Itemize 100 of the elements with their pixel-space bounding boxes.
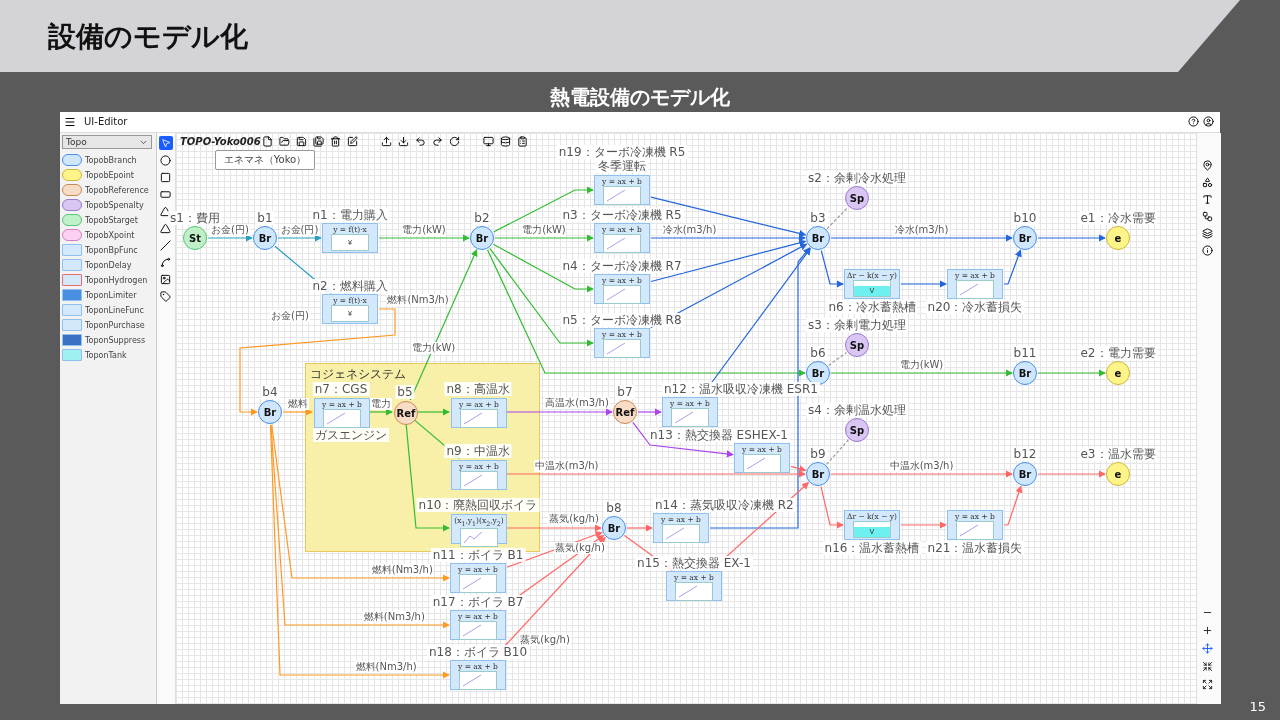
node-caption: b8 xyxy=(604,501,624,515)
arrow xyxy=(626,524,653,532)
arrow xyxy=(637,408,662,416)
node-caption: s3：余剰電力処理 xyxy=(806,318,908,332)
palette-item: ToponLimiter xyxy=(85,290,137,300)
edge-label: 燃料 xyxy=(286,398,309,410)
function-block xyxy=(594,223,650,253)
palette-item: ToponLineFunc xyxy=(85,305,144,315)
arrow xyxy=(492,243,594,293)
function-block xyxy=(947,510,1003,540)
node-caption: b2 xyxy=(472,211,492,225)
node-caption: n5：ターボ冷凍機 R8 xyxy=(560,313,684,327)
edge-label: 電力(kW) xyxy=(401,224,447,236)
palette-item: ToponBpFunc xyxy=(85,245,138,255)
node-caption: n2：燃料購入 xyxy=(310,279,390,293)
node-caption: b3 xyxy=(808,211,828,225)
node-caption: b6 xyxy=(808,346,828,360)
function-block xyxy=(450,660,506,690)
arrow xyxy=(820,486,844,529)
node-circle: Ref xyxy=(394,401,418,425)
function-block xyxy=(666,571,722,601)
node-caption: n9：中温水 xyxy=(444,444,512,458)
arrow xyxy=(494,234,594,242)
node-caption: n14：蒸気吸収冷凍機 R2 xyxy=(653,498,796,512)
project-box: エネマネ（Yoko） xyxy=(215,150,315,170)
edge-label: 電力(kW) xyxy=(898,359,945,371)
node-caption: s2：余剰冷水処理 xyxy=(806,171,908,185)
arrow xyxy=(790,465,807,473)
node-caption: n13：熱交換器 ESHEX-1 xyxy=(647,428,790,442)
edge-label: 中温水(m3/h) xyxy=(888,460,955,472)
function-block xyxy=(844,510,900,540)
slide-title: 設備のモデル化 xyxy=(48,19,248,55)
node-caption: s1：費用 xyxy=(168,211,222,225)
node-caption: n8：高温水 xyxy=(444,382,512,396)
arrow xyxy=(900,280,947,288)
node-caption: ガスエンジン xyxy=(313,428,389,442)
node-caption: n6：冷水蓄熱槽 xyxy=(826,300,918,314)
edge-label: 電力 xyxy=(370,398,392,410)
edge-label: 高温水(m3/h) xyxy=(544,397,610,409)
node-caption: n17：ボイラ B7 xyxy=(430,595,526,609)
arrow xyxy=(269,424,450,679)
arrow xyxy=(417,408,450,416)
function-block xyxy=(594,175,650,205)
arrow xyxy=(369,408,393,416)
arrow xyxy=(650,239,807,283)
page-number: 15 xyxy=(1249,699,1266,714)
function-block xyxy=(451,514,507,544)
arrow xyxy=(900,521,947,529)
node-caption: n16：温水蓄熱槽 xyxy=(822,541,922,555)
connector-line xyxy=(826,439,849,465)
edge-label: 蒸気(kg/h) xyxy=(554,542,606,554)
edge-label: 冷水(m3/h) xyxy=(661,224,718,236)
arrow xyxy=(409,249,478,401)
node-caption: n3：ターボ冷凍機 R5 xyxy=(560,208,684,222)
node-caption: b9 xyxy=(808,447,828,461)
node-caption: n7：CGS xyxy=(312,382,370,396)
edge-label: 燃料(Nm3/h) xyxy=(354,661,418,673)
function-block xyxy=(451,460,507,490)
arrow xyxy=(506,470,806,478)
function-block xyxy=(653,513,709,543)
node-caption: b4 xyxy=(260,385,280,399)
app-name: UI-Editor xyxy=(84,116,128,127)
arrow xyxy=(1003,485,1023,526)
node-caption: b10 xyxy=(1011,211,1039,225)
node-caption: e1：冷水需要 xyxy=(1078,211,1158,225)
node-caption: n12：温水吸収冷凍機 ESR1 xyxy=(662,382,820,396)
arrow xyxy=(709,247,811,529)
arrow xyxy=(1037,369,1106,377)
diagram-name: TOPO-Yoko006 xyxy=(180,136,261,147)
function-block xyxy=(450,563,506,593)
palette-item: TopobStarget xyxy=(85,215,138,225)
node-caption: n15：熱交換器 EX-1 xyxy=(635,556,753,570)
node-caption: n4：ターボ冷凍機 R7 xyxy=(560,259,684,273)
edge-label: 燃料(Nm3/h) xyxy=(362,611,426,623)
node-caption: e3：温水需要 xyxy=(1078,447,1158,461)
slide-subtitle: 熱電設備のモデル化 xyxy=(550,85,730,109)
node-caption: b7 xyxy=(615,385,635,399)
palette-item: ToponTank xyxy=(85,350,127,360)
function-block xyxy=(947,269,1003,299)
connector-line xyxy=(826,206,849,230)
palette-item: TopobXpoint xyxy=(85,230,135,240)
node-caption: n21：温水蓄損失 xyxy=(925,541,1025,555)
palette-item: ToponHydrogen xyxy=(85,275,148,285)
edge-label: 燃料(Nm3/h) xyxy=(370,564,434,576)
connector-line xyxy=(828,352,847,366)
edge-label: お金(円) xyxy=(210,224,250,236)
node-caption: n20：冷水蓄損失 xyxy=(925,300,1025,314)
function-block xyxy=(314,398,370,428)
function-block xyxy=(322,223,378,253)
palette-item: TopobSpenalty xyxy=(85,200,144,210)
edge-label: 蒸気(kg/h) xyxy=(519,634,571,646)
function-block xyxy=(451,398,507,428)
edge-label: 冷水(m3/h) xyxy=(893,224,950,236)
palette-item: TopobEpoint xyxy=(85,170,134,180)
arrow xyxy=(830,470,1013,478)
arrow xyxy=(1003,249,1022,285)
arrow xyxy=(632,421,734,458)
arrow xyxy=(506,408,613,416)
edge-label: 中温水(m3/h) xyxy=(533,460,600,472)
arrow xyxy=(277,234,322,242)
